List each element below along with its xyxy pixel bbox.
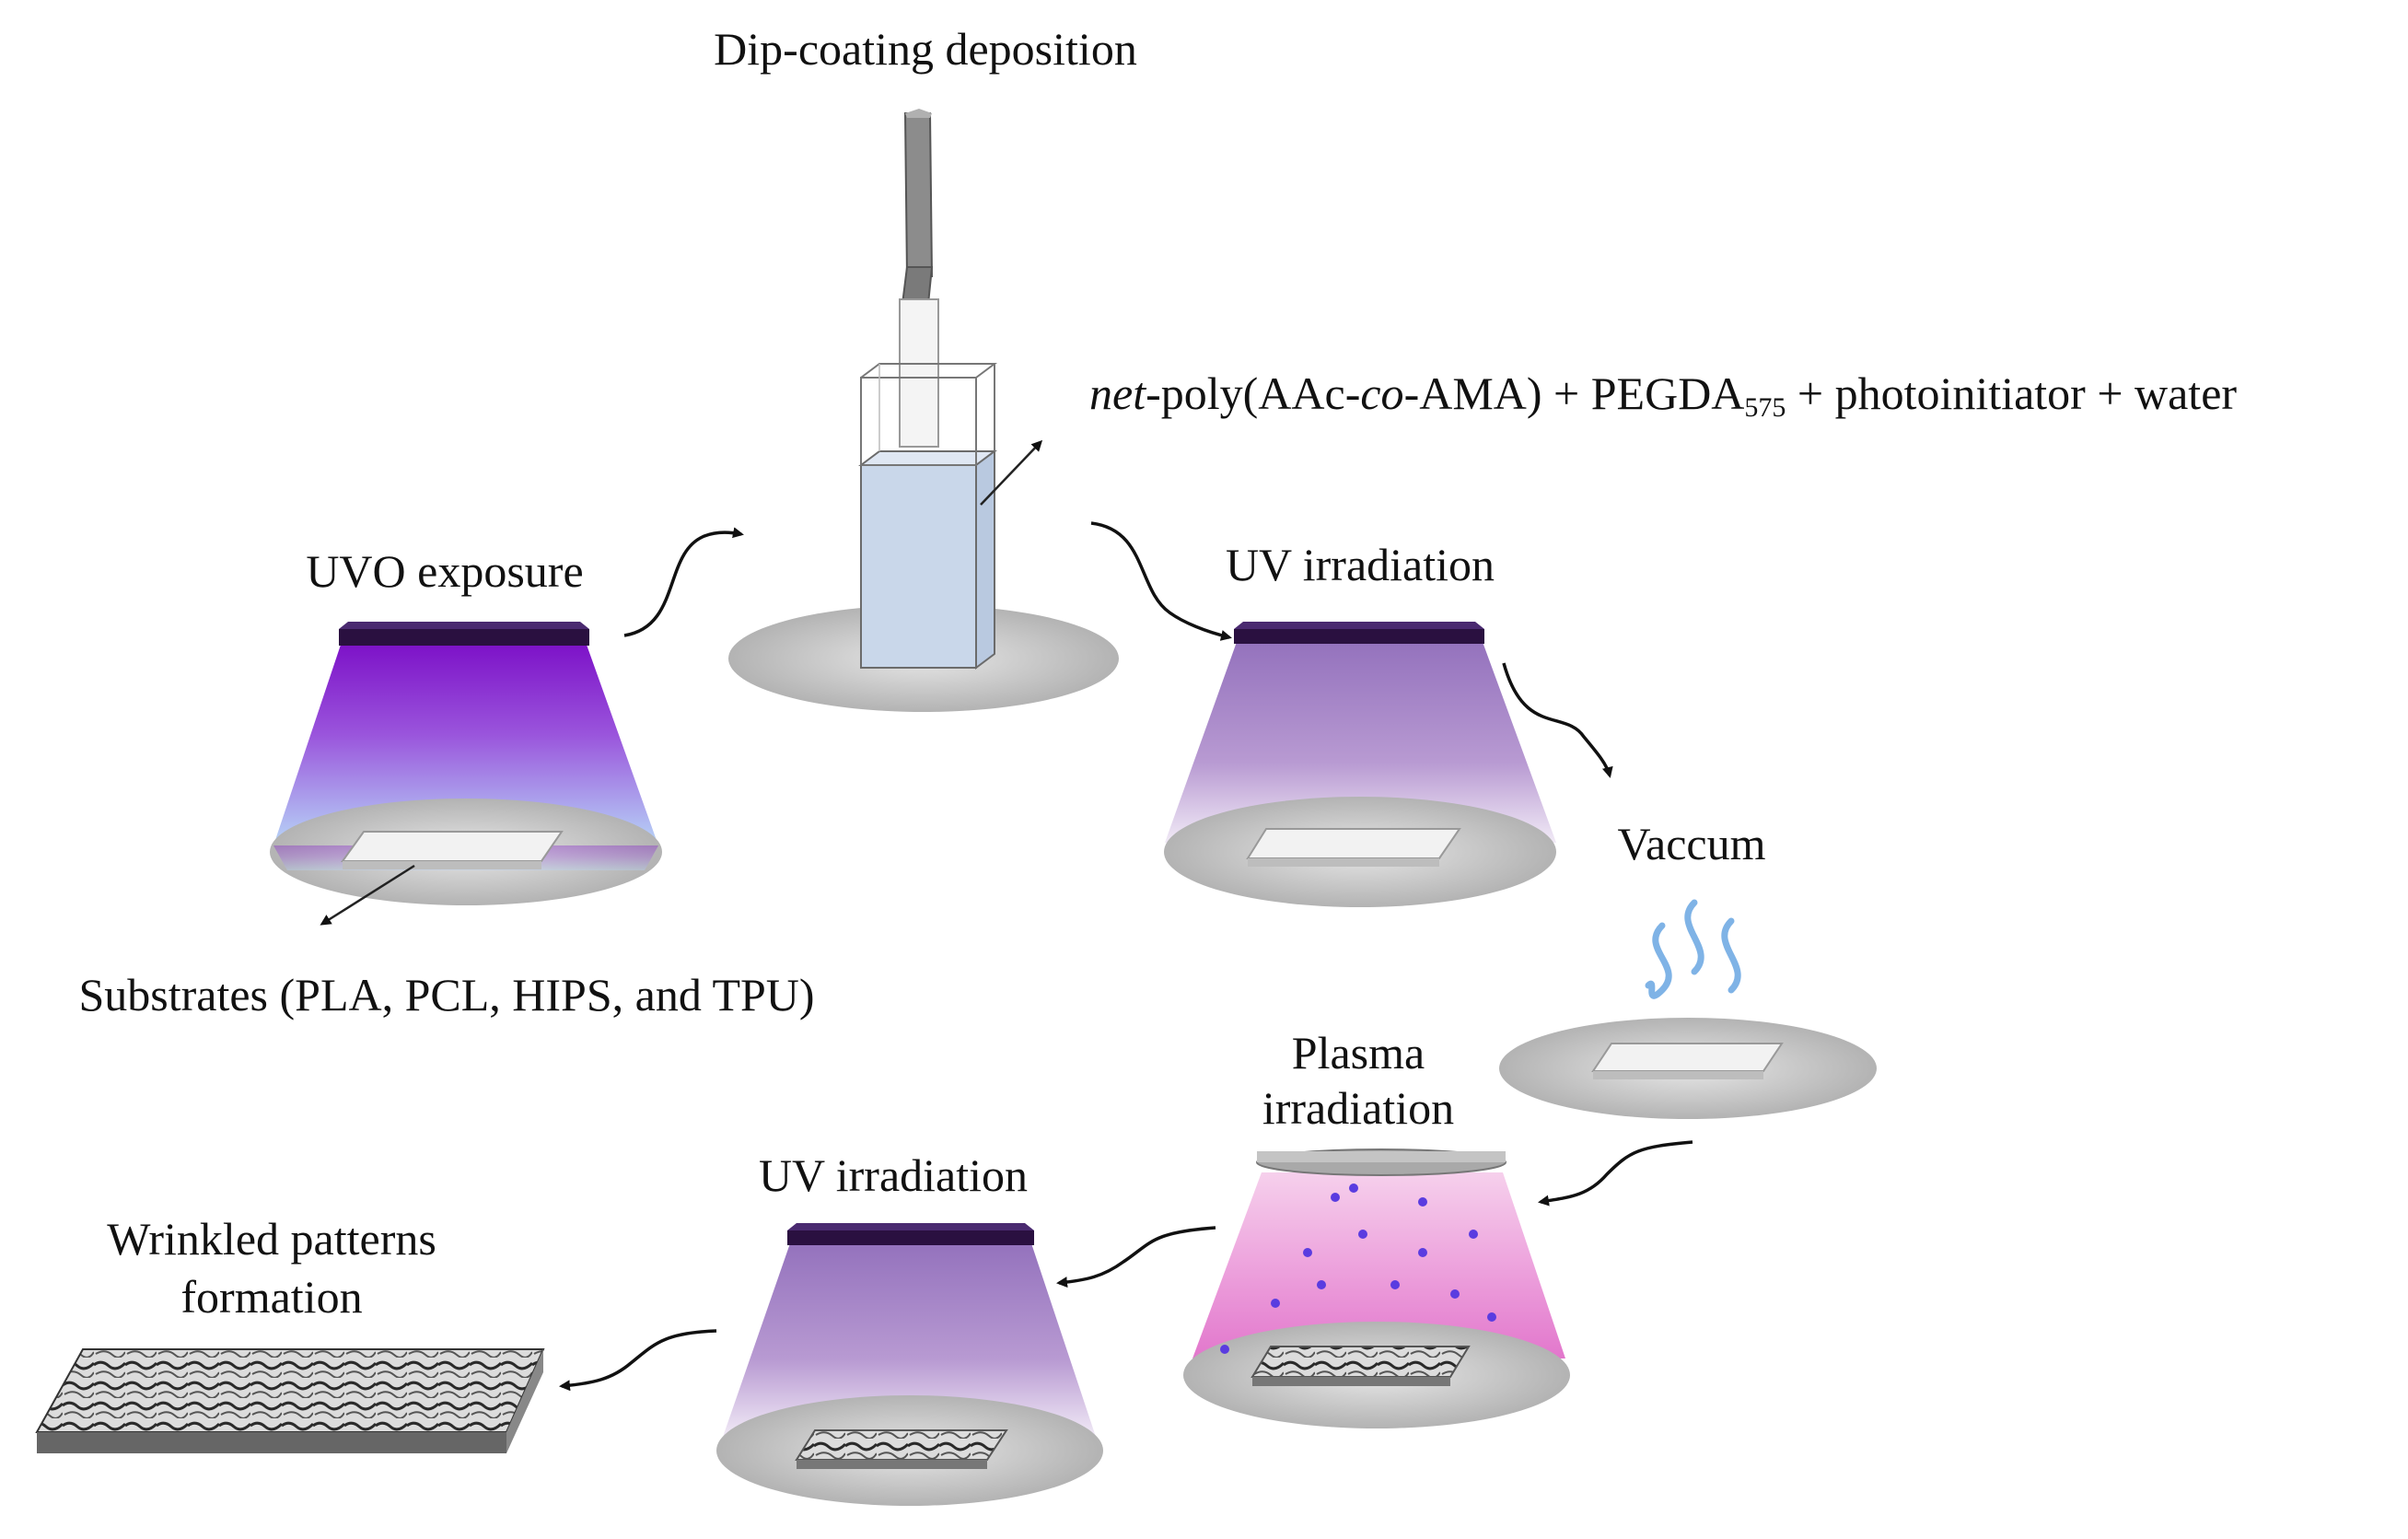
- steam-icon: [1645, 922, 1672, 999]
- dip-beaker-liquid: [860, 464, 977, 669]
- label-plasma-line1: Plasma: [1292, 1027, 1425, 1078]
- label-wrinkled-line2: formation: [180, 1271, 362, 1323]
- dip-coating-station: [728, 109, 1119, 712]
- uv1-lamp: [1234, 629, 1484, 644]
- arrow-dip-to-uv1: [1090, 521, 1232, 641]
- uv2-light-cone: [723, 1243, 1096, 1437]
- vacuum-station: [1499, 899, 1877, 1119]
- process-arrows: [559, 521, 1693, 1392]
- uv-irradiation-station-2: [716, 1223, 1103, 1506]
- arrow-uv1-to-vacuum: [1502, 662, 1613, 778]
- wrinkled-substrate: [35, 1348, 545, 1453]
- label-vaccum: Vaccum: [1617, 818, 1765, 869]
- dip-holder: [903, 112, 934, 277]
- solution-pointer-arrow: [980, 439, 1043, 506]
- label-uvo-exposure: UVO exposure: [306, 545, 583, 597]
- label-wrinkled-line1: Wrinkled patterns: [107, 1213, 436, 1265]
- solution-rest: + photoinitiator + water: [1786, 367, 2238, 419]
- label-uv-irradiation-2: UV irradiation: [759, 1149, 1028, 1201]
- plasma-particles: [1220, 1183, 1496, 1354]
- vacuum-substrate: [1591, 1043, 1784, 1072]
- solution-subscript: 575: [1744, 392, 1786, 423]
- plasma-substrate: [1251, 1346, 1471, 1378]
- plasma-irradiation-station: [1183, 1148, 1570, 1428]
- arrow-vacuum-to-plasma: [1538, 1140, 1693, 1207]
- solution-net: net: [1089, 367, 1146, 419]
- substrate-pointer-arrow: [320, 864, 415, 926]
- uv-irradiation-station-1: [1164, 622, 1556, 907]
- uv1-substrate: [1246, 828, 1461, 859]
- uv2-lamp: [787, 1230, 1034, 1245]
- label-plasma-line2: irradiation: [1262, 1082, 1454, 1134]
- arrow-uvo-to-dip: [623, 527, 744, 637]
- solution-poly-open: -poly(AAc-: [1146, 367, 1361, 419]
- arrow-uv2-to-wrinkled: [559, 1329, 717, 1392]
- uv2-substrate: [795, 1429, 1008, 1461]
- solution-poly-close: -AMA) + PEGDA: [1403, 367, 1745, 419]
- arrow-plasma-to-uv2: [1056, 1226, 1216, 1288]
- uvo-light-cone: [273, 645, 658, 845]
- dip-substrate: [899, 298, 939, 448]
- dip-beaker: [860, 377, 977, 466]
- plasma-light-cone: [1192, 1172, 1565, 1358]
- label-solution: net-poly(AAc-co-AMA) + PEGDA575 + photoi…: [1089, 367, 2237, 424]
- solution-co: co: [1360, 367, 1404, 419]
- uv1-light-cone: [1165, 642, 1556, 843]
- label-substrates: Substrates (PLA, PCL, HIPS, and TPU): [78, 969, 814, 1020]
- label-dip-coating: Dip-coating deposition: [714, 23, 1137, 75]
- uvo-exposure-station: [270, 622, 662, 926]
- uvo-lamp: [339, 629, 589, 646]
- uvo-substrate: [341, 831, 564, 862]
- label-uv-irradiation-1: UV irradiation: [1226, 539, 1495, 590]
